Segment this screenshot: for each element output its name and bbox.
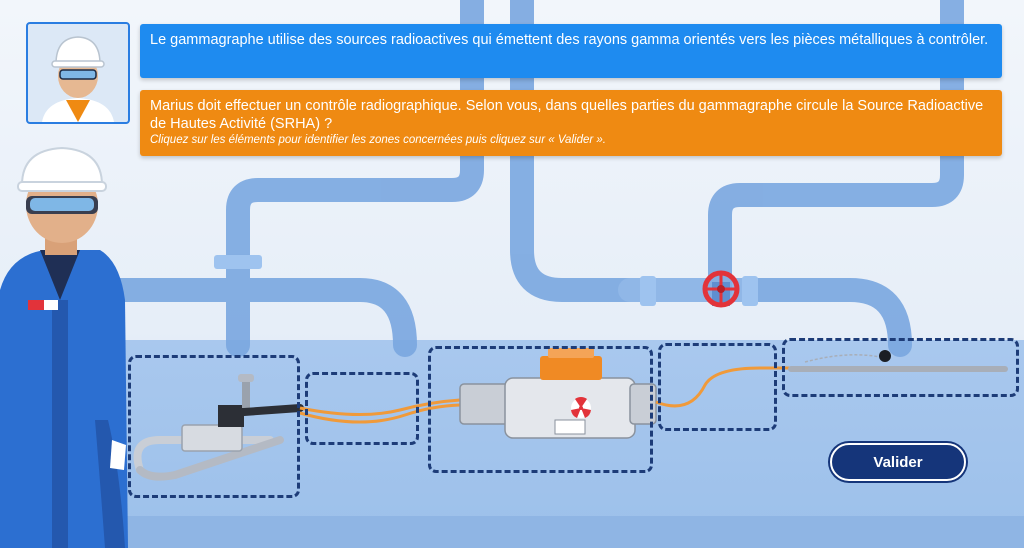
control-crank xyxy=(133,374,304,481)
zone-irradiation-head[interactable] xyxy=(782,338,1019,397)
question-text: Marius doit effectuer un contrôle radiog… xyxy=(150,98,984,132)
question-bubble: Marius doit effectuer un contrôle radiog… xyxy=(140,90,1002,156)
instruction-text: Cliquez sur les éléments pour identifier… xyxy=(150,134,606,146)
zone-guide-tube[interactable] xyxy=(658,343,777,431)
irradiation-head xyxy=(788,350,1008,372)
info-bubble: Le gammagraphe utilise des sources radio… xyxy=(140,24,1002,78)
zone-control-cables[interactable] xyxy=(305,372,419,445)
projector-container xyxy=(459,348,657,439)
info-text: Le gammagraphe utilise des sources radio… xyxy=(150,32,989,48)
zone-projector[interactable] xyxy=(428,346,653,473)
worker-portrait xyxy=(42,36,114,122)
control-cables xyxy=(299,398,461,424)
guide-tube xyxy=(655,366,790,408)
radiation-icon xyxy=(571,397,591,418)
zone-control-crank[interactable] xyxy=(128,355,300,498)
validate-button[interactable]: Valider xyxy=(830,443,966,481)
floor-edge xyxy=(0,516,1024,548)
speaker-avatar xyxy=(26,22,130,124)
